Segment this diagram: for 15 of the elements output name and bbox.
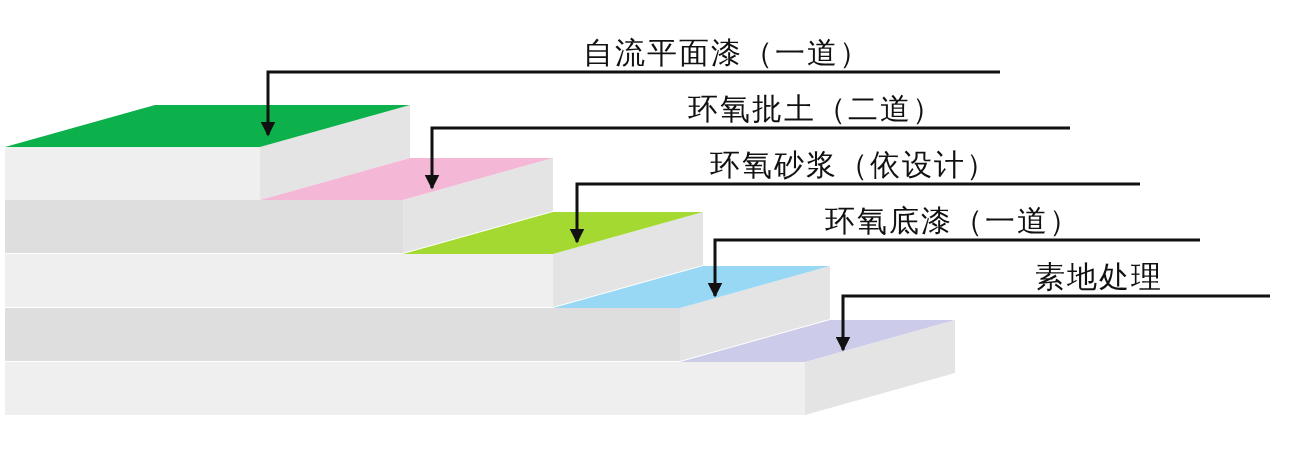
layer-label: 素地处理 (1035, 258, 1163, 296)
coating-layer-surface (553, 266, 830, 308)
leader-line (835, 294, 1272, 352)
coating-layer-surface (403, 212, 703, 254)
coating-layer-surface (680, 320, 955, 362)
coating-layer-surface (260, 158, 553, 200)
leader-line (260, 70, 1002, 137)
layer-label: 环氧底漆（一道） (825, 202, 1081, 240)
layer-label: 环氧砂浆（依设计） (710, 146, 998, 184)
coating-layer-surface (5, 105, 410, 147)
leader-line (424, 126, 1072, 190)
leader-line (707, 238, 1202, 298)
layer-label: 自流平面漆（一道） (583, 34, 871, 72)
leader-line (569, 182, 1142, 244)
layer-label: 环氧批土（二道） (688, 90, 944, 128)
